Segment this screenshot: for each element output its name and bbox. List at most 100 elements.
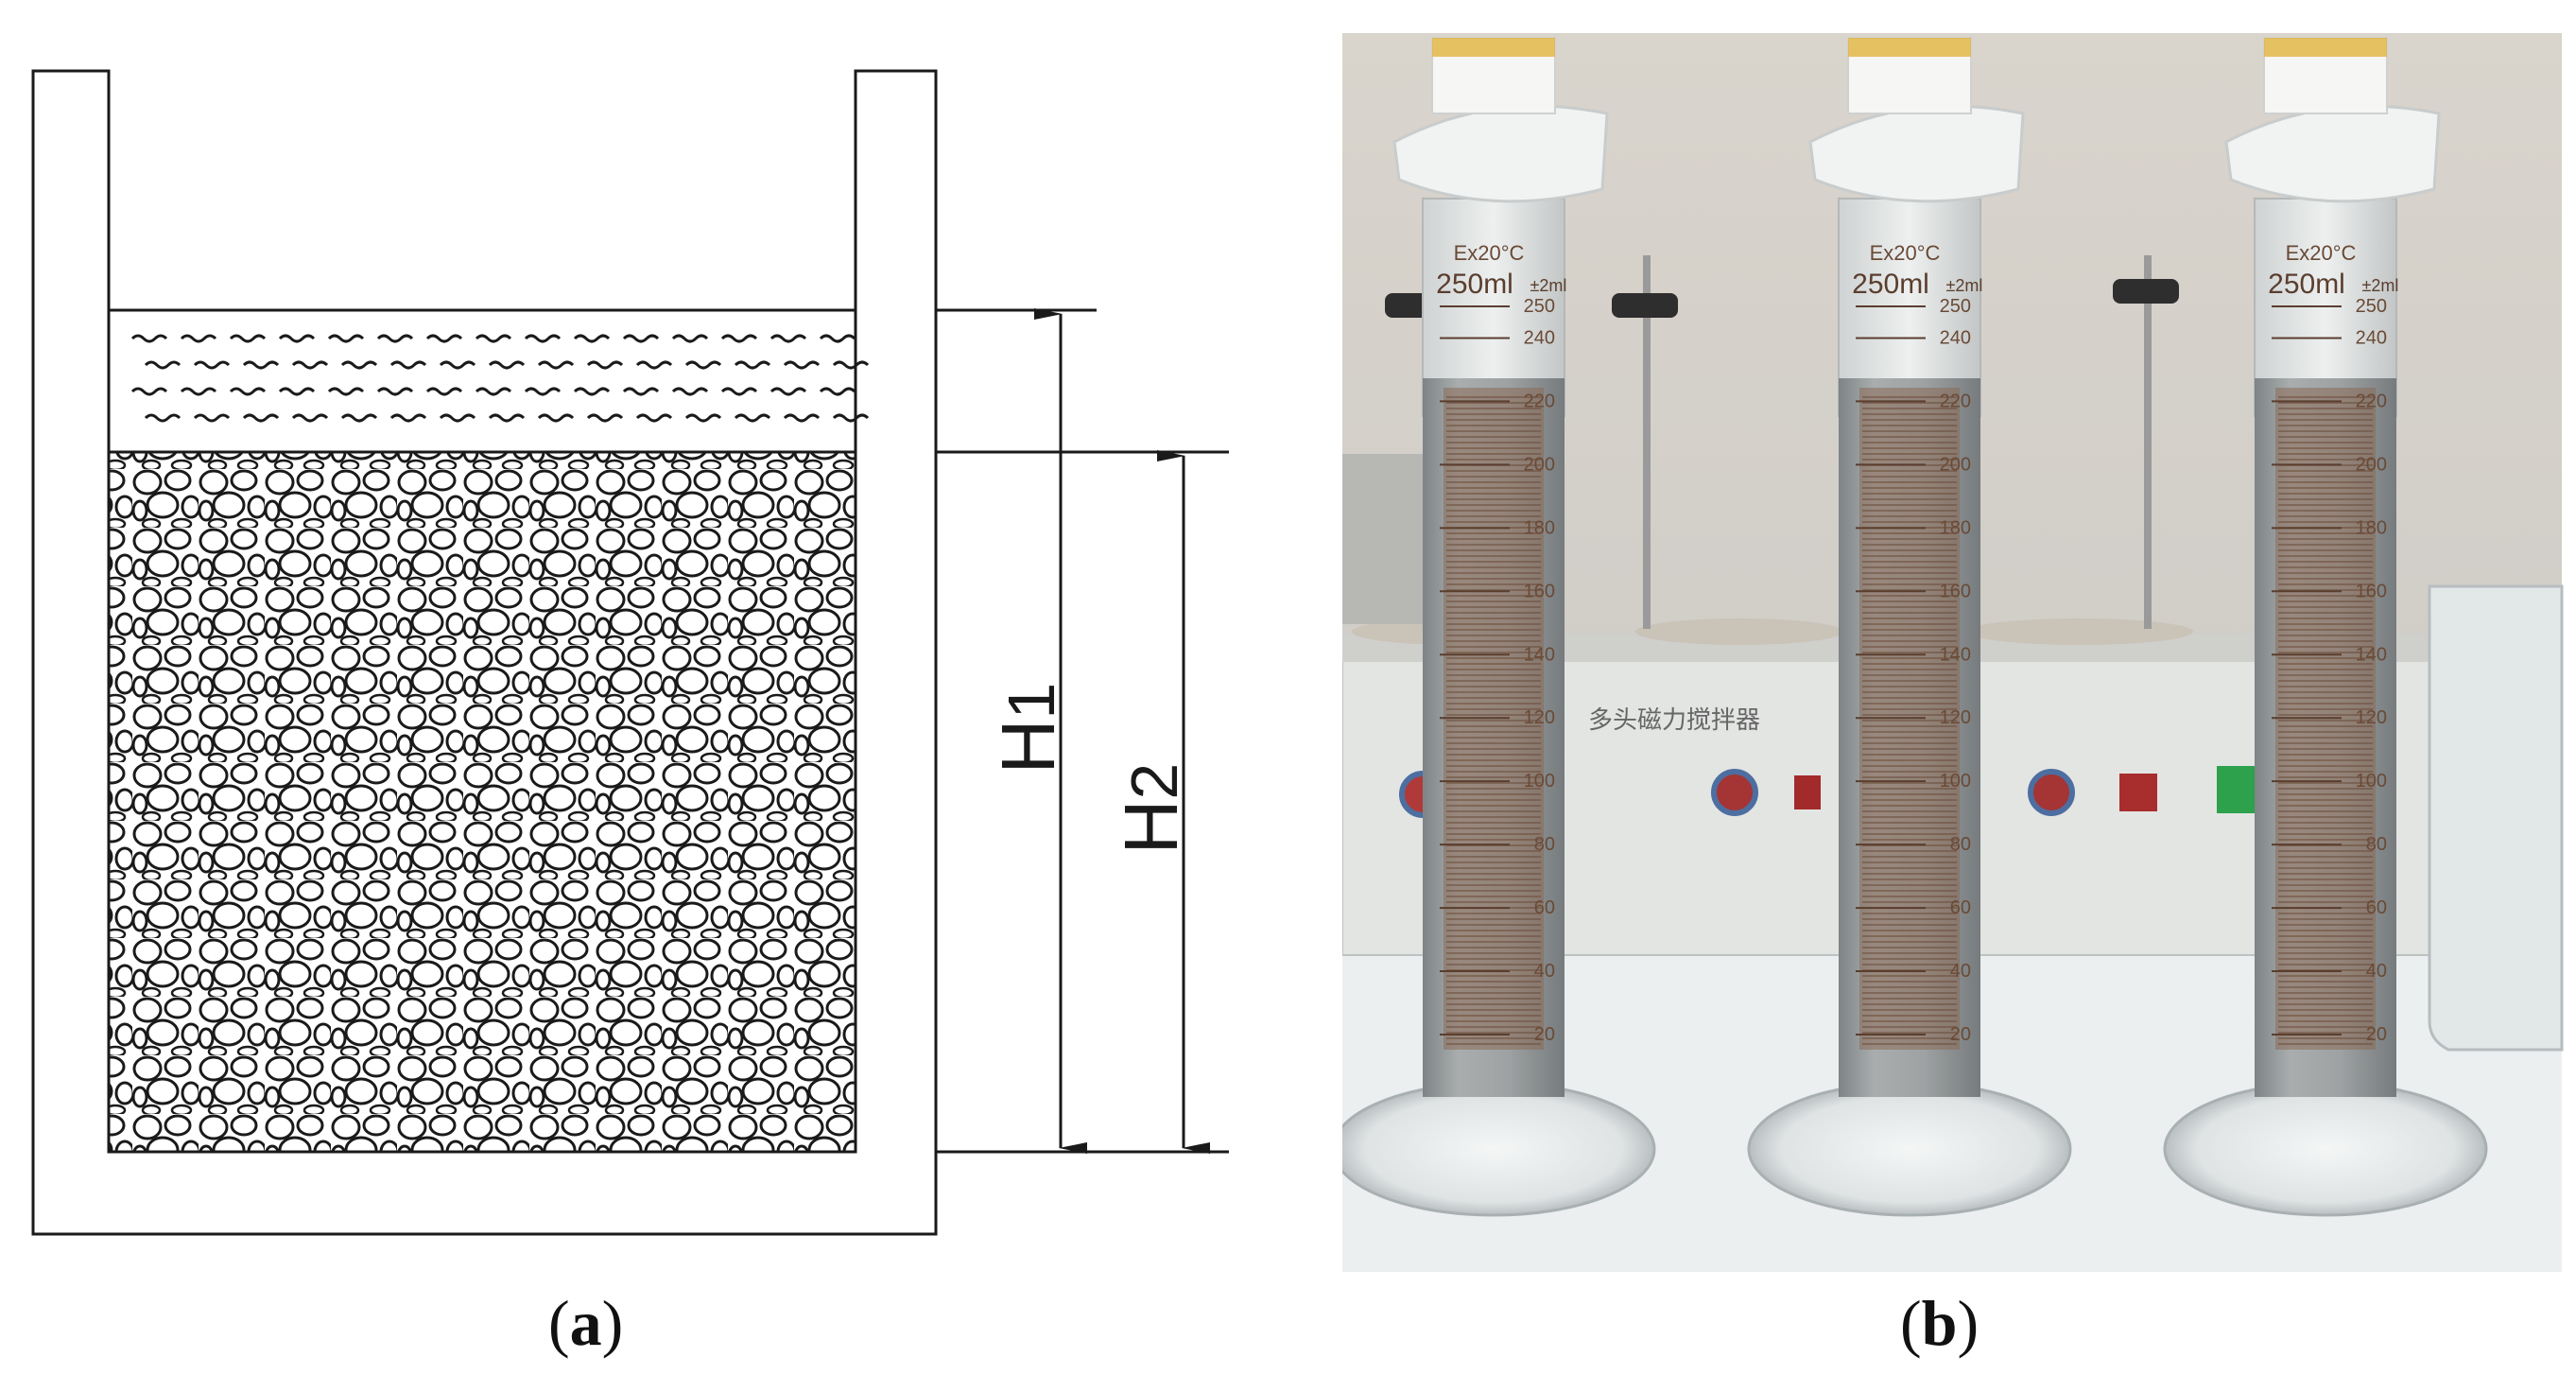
wave-mark <box>720 387 758 396</box>
wave-mark <box>389 360 427 370</box>
graduated-cylinder: 25024022020018016014012010080604020Ex20°… <box>2163 37 2488 1217</box>
wave-mark <box>783 360 821 370</box>
scale-mark-label: 250 <box>1524 296 1555 317</box>
cylinder-tolerance-label: ±2ml <box>2362 276 2399 295</box>
tape-band <box>1432 38 1555 57</box>
panel-b-caption: (b) <box>1900 1287 1980 1359</box>
h2-label: H2 <box>1109 763 1193 855</box>
cylinder-base <box>2163 1081 2488 1217</box>
graduated-cylinders: 250 240 220 200 180 160 140 120 100 80 60 40 20 Ex20°… <box>1342 37 2488 1217</box>
power-switch-icon <box>1794 775 1821 809</box>
clamp-icon <box>2113 279 2179 304</box>
scale-mark-label: 240 <box>1524 327 1555 348</box>
cylinder-temperature-label: Ex20°C <box>1454 241 1525 265</box>
water-layer <box>107 308 857 454</box>
wave-mark <box>193 360 231 370</box>
wave-mark <box>439 360 476 370</box>
scale-mark-label: 60 <box>1534 897 1555 918</box>
wave-mark <box>475 334 512 343</box>
scale-mark-label: 100 <box>1940 771 1971 792</box>
wave-mark <box>130 334 168 343</box>
scale-mark-label: 140 <box>1524 644 1555 665</box>
wave-mark <box>327 334 365 343</box>
wave-mark <box>684 360 722 370</box>
wave-mark <box>734 413 771 423</box>
cylinder-capacity-label: 250ml <box>1436 269 1513 300</box>
wave-mark <box>573 334 611 343</box>
cylinder-temperature-label: Ex20°C <box>2286 241 2357 265</box>
wave-mark <box>425 334 463 343</box>
scale-mark-label: 240 <box>2356 327 2387 348</box>
scale-mark-label: 80 <box>1534 834 1555 855</box>
wave-mark <box>622 334 660 343</box>
scale-mark-label: 120 <box>1940 707 1971 728</box>
water-wave-marks <box>130 334 870 423</box>
scale-mark-label: 20 <box>2366 1024 2387 1045</box>
wave-mark <box>769 387 807 396</box>
wave-mark <box>635 413 673 423</box>
sediment-layer <box>107 450 857 1154</box>
scale-mark-label: 220 <box>1524 391 1555 411</box>
scale-mark-label: 240 <box>1940 327 1971 348</box>
wave-mark <box>180 387 217 396</box>
wave-mark <box>193 413 231 423</box>
scale-mark-label: 160 <box>2356 581 2387 601</box>
stirrer-plate <box>1966 618 2193 645</box>
wave-mark <box>537 413 575 423</box>
wave-mark <box>819 334 856 343</box>
stirrer-device-label: 多头磁力搅拌器 <box>1588 706 1760 735</box>
wave-mark <box>573 387 611 396</box>
support-rod <box>2144 255 2152 629</box>
wave-mark <box>720 334 758 343</box>
scale-mark-label: 40 <box>1950 961 1971 982</box>
wave-mark <box>180 334 217 343</box>
wave-mark <box>832 360 870 370</box>
graduated-cylinder: 25024022020018016014012010080604020Ex20°… <box>1342 37 1656 1217</box>
wave-mark <box>586 413 624 423</box>
scale-mark-label: 40 <box>1534 961 1555 982</box>
wave-mark <box>524 387 562 396</box>
scale-mark-label: 80 <box>2366 834 2387 855</box>
wave-mark <box>488 360 526 370</box>
scale-mark-label: 20 <box>1950 1024 1971 1045</box>
wave-mark <box>327 387 365 396</box>
wave-mark <box>229 387 267 396</box>
scale-mark-label: 200 <box>1940 454 1971 475</box>
wave-mark <box>242 413 280 423</box>
wave-mark <box>622 387 660 396</box>
graduated-cylinder: 25024022020018016014012010080604020Ex20°… <box>1747 37 2072 1217</box>
wave-mark <box>684 413 722 423</box>
wave-mark <box>376 334 414 343</box>
cylinder-tolerance-label: ±2ml <box>1946 276 1983 295</box>
stirrer-plate <box>1635 618 1843 645</box>
wave-mark <box>389 413 427 423</box>
wave-mark <box>425 387 463 396</box>
wave-mark <box>439 413 476 423</box>
support-rod <box>1643 255 1651 629</box>
tape-band <box>1848 38 1971 57</box>
scale-mark-label: 140 <box>2356 644 2387 665</box>
scale-mark-label: 160 <box>1940 581 1971 601</box>
panel-a-caption: (a) <box>548 1287 624 1359</box>
scale-mark-label: 200 <box>2356 454 2387 475</box>
scale-mark-label: 220 <box>2356 391 2387 411</box>
scale-mark-label: 220 <box>1940 391 1971 411</box>
cylinder-temperature-label: Ex20°C <box>1870 241 1941 265</box>
wave-mark <box>586 360 624 370</box>
cylinder-capacity-label: 250ml <box>2268 269 2345 300</box>
knob-icon <box>2028 769 2075 816</box>
scale-mark-label: 100 <box>1524 771 1555 792</box>
wave-mark <box>819 387 856 396</box>
wave-mark <box>671 334 709 343</box>
wave-mark <box>229 334 267 343</box>
scale-mark-label: 160 <box>1524 581 1555 601</box>
scale-mark-label: 40 <box>2366 961 2387 982</box>
metal-beaker <box>1342 454 1432 624</box>
scale-mark-label: 80 <box>1950 834 1971 855</box>
wave-mark <box>475 387 512 396</box>
wave-mark <box>769 334 807 343</box>
scale-mark-label: 180 <box>1940 517 1971 538</box>
cylinder-capacity-label: 250ml <box>1852 269 1929 300</box>
cylinder-base <box>1747 1081 2072 1217</box>
wave-mark <box>144 413 182 423</box>
